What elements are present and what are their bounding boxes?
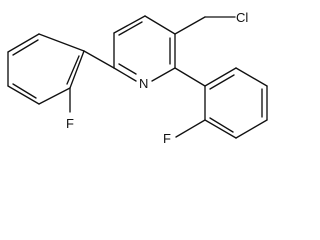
left-ring-bond-3 — [7, 85, 40, 105]
right-ring-bond-1 — [204, 67, 237, 87]
right-ring-bond-4 — [235, 119, 268, 139]
molecule-canvas: Cl N F F — [7, 10, 268, 146]
bond-c4-c5 — [113, 15, 146, 34]
molecule-structure: Cl N F F — [7, 10, 268, 146]
left-ring-double-3 — [12, 39, 39, 56]
right-ring-bond-5 — [204, 119, 237, 139]
left-ring-bond-6 — [38, 33, 85, 52]
left-ring-double-1 — [66, 55, 80, 85]
bond-c2-right-ring — [174, 67, 206, 87]
bond-c6-left-ring — [83, 50, 115, 69]
pyridine-double-bond-left — [118, 63, 137, 75]
right-ring-double-1 — [209, 74, 235, 90]
pyridine-double-bond-top — [118, 21, 143, 36]
left-ring-double-2 — [12, 83, 37, 99]
left-fluorine-label: F — [66, 116, 74, 131]
bond-c3-ch2 — [174, 16, 206, 35]
right-fluorine-bond — [175, 119, 206, 138]
right-ring-double-3 — [209, 117, 234, 133]
chlorine-label: Cl — [236, 10, 248, 25]
left-ring-bond-5 — [7, 33, 40, 53]
bond-c6-n — [113, 67, 137, 82]
right-fluorine-label: F — [163, 131, 171, 146]
nitrogen-label: N — [139, 76, 148, 91]
left-ring-bond-2 — [38, 87, 71, 105]
bond-c3-c4 — [144, 15, 176, 35]
left-ring-bond-1 — [69, 50, 85, 89]
bond-n-c2 — [151, 67, 176, 82]
right-ring-bond-2 — [235, 67, 268, 87]
